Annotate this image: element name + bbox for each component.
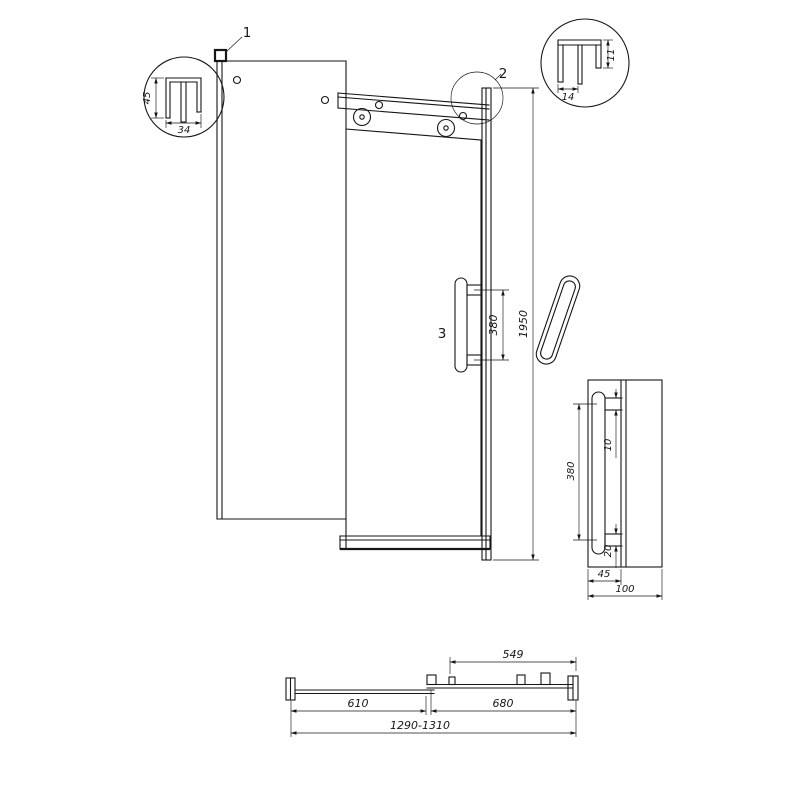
dim-profile-width: 34 xyxy=(165,114,202,136)
roller-left xyxy=(352,100,384,127)
dim-text-380b: 380 xyxy=(566,461,577,480)
top-rail xyxy=(337,92,490,121)
detail-1-circle xyxy=(143,56,225,138)
plan-roller-block xyxy=(426,674,437,686)
dim-fixed-panel: 610 xyxy=(290,696,427,737)
plan-right-bracket xyxy=(567,675,579,701)
detail-2-profile xyxy=(557,39,602,85)
fixing-bolt-icon xyxy=(320,95,330,105)
dim-text-610: 610 xyxy=(348,697,369,710)
elevation-view: 380 1950 1 2 3 xyxy=(213,25,539,561)
bottom-guide-bar xyxy=(339,535,491,551)
plan-roller-block xyxy=(516,674,526,686)
dim-text-45b: 45 xyxy=(598,569,611,580)
dim-profile-height: 45 xyxy=(142,77,164,119)
handle-post-bottom xyxy=(604,533,622,547)
fixed-glass-panel xyxy=(216,60,347,549)
dim-profile2-width: 14 xyxy=(557,84,579,103)
callout-2-label: 2 xyxy=(499,66,508,82)
dim-text-549: 549 xyxy=(503,648,524,661)
dim-text-11: 11 xyxy=(606,49,617,62)
dim-overall-height: 1950 xyxy=(493,87,539,561)
roller-right xyxy=(436,111,468,138)
dim-hole-spacing: 380 xyxy=(566,403,597,541)
dim-profile2-depth: 11 xyxy=(603,39,617,69)
dim-text-14: 14 xyxy=(562,92,575,103)
dim-door-panel: 680 xyxy=(430,690,577,737)
anti-jump-bolt-icon xyxy=(458,111,468,121)
dim-handle-spacing: 380 xyxy=(474,289,509,361)
handle-detail-frame xyxy=(587,379,663,568)
plan-fixed-glass xyxy=(294,689,435,695)
dim-text-380: 380 xyxy=(487,315,500,336)
detail-1-view: 45 34 xyxy=(142,56,225,138)
dim-text-680: 680 xyxy=(493,697,514,710)
anti-jump-bolt-icon xyxy=(374,100,384,110)
handle-post-top xyxy=(604,397,622,411)
dim-text-34: 34 xyxy=(178,125,191,136)
dim-text-overall: 1290-1310 xyxy=(390,719,450,732)
handle-detail-view: 380 10 20 45 100 xyxy=(566,379,663,600)
dim-text-45: 45 xyxy=(142,92,153,105)
detail-2-circle xyxy=(540,18,630,108)
dim-text-10: 10 xyxy=(603,439,614,452)
dim-glass-width: 549 xyxy=(449,648,577,674)
dim-end-clearance: 20 xyxy=(603,524,623,568)
plan-roller-block xyxy=(448,676,456,686)
top-wall-bracket xyxy=(213,48,228,63)
detail-2-view: 14 11 xyxy=(540,18,630,108)
dim-post-diameter: 10 xyxy=(603,389,623,458)
dim-overall-width: 1290-1310 xyxy=(290,719,577,735)
callout-1-label: 1 xyxy=(243,25,252,41)
dim-text-20: 20 xyxy=(603,545,614,558)
right-wall-profile xyxy=(481,87,492,561)
plan-roller-block xyxy=(540,672,551,686)
callout-2-circle xyxy=(450,71,504,125)
plan-left-bracket xyxy=(285,677,296,701)
detail-1-profile xyxy=(165,77,202,123)
handle-3d-view xyxy=(535,275,581,365)
dim-overall-depth: 100 xyxy=(587,584,663,598)
callout-3-label: 3 xyxy=(438,326,447,342)
fixing-bolt-icon xyxy=(232,75,242,85)
handle-bar xyxy=(591,391,606,555)
callout-2-leader xyxy=(494,73,502,81)
door-handle xyxy=(454,277,482,373)
sliding-glass-door xyxy=(345,128,482,537)
callout-1-leader xyxy=(225,36,243,53)
dim-text-1950: 1950 xyxy=(517,310,530,338)
plan-view: 549 610 680 1290-1310 xyxy=(285,648,579,737)
dim-text-100: 100 xyxy=(615,584,634,595)
